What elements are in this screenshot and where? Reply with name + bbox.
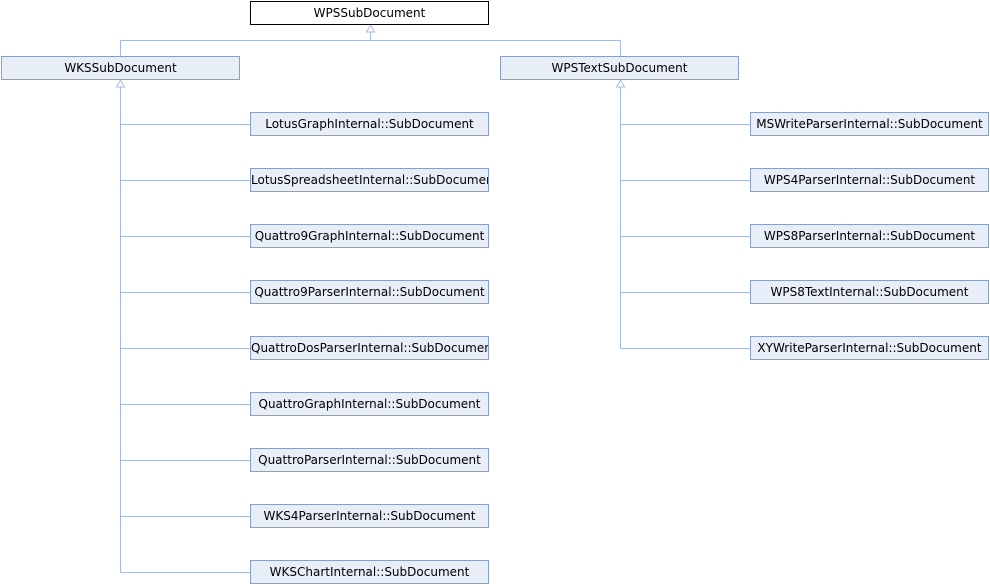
class-quattrodosparserinternal-subdocument[interactable]: QuattroDosParserInternal::SubDocument [250,336,489,360]
class-lotusgraphinternal-subdocument[interactable]: LotusGraphInternal::SubDocument [250,112,489,136]
inheritance-arrow-wks [115,78,126,88]
class-wps8parserinternal-subdocument[interactable]: WPS8ParserInternal::SubDocument [750,224,989,248]
class-wps4parserinternal-subdocument[interactable]: WPS4ParserInternal::SubDocument [750,168,989,192]
class-wps8textinternal-subdocument[interactable]: WPS8TextInternal::SubDocument [750,280,989,304]
inheritance-arrow-root [365,23,376,33]
class-wkssubdocument[interactable]: WKSSubDocument [1,56,240,80]
class-quattro9graphinternal-subdocument[interactable]: Quattro9GraphInternal::SubDocument [250,224,489,248]
class-quattro9parserinternal-subdocument[interactable]: Quattro9ParserInternal::SubDocument [250,280,489,304]
class-wpssubdocument[interactable]: WPSSubDocument [250,1,489,25]
class-xywriteparserinternal-subdocument[interactable]: XYWriteParserInternal::SubDocument [750,336,989,360]
class-lotusspreadsheetinternal-subdocument[interactable]: LotusSpreadsheetInternal::SubDocument [250,168,489,192]
class-mswriteparserinternal-subdocument[interactable]: MSWriteParserInternal::SubDocument [750,112,989,136]
class-wkschartinternal-subdocument[interactable]: WKSChartInternal::SubDocument [250,560,489,584]
class-wks4parserinternal-subdocument[interactable]: WKS4ParserInternal::SubDocument [250,504,489,528]
class-quattrographinternal-subdocument[interactable]: QuattroGraphInternal::SubDocument [250,392,489,416]
class-wpstextsubdocument[interactable]: WPSTextSubDocument [500,56,739,80]
class-quattroparserinternal-subdocument[interactable]: QuattroParserInternal::SubDocument [250,448,489,472]
inheritance-arrow-text [615,78,626,88]
